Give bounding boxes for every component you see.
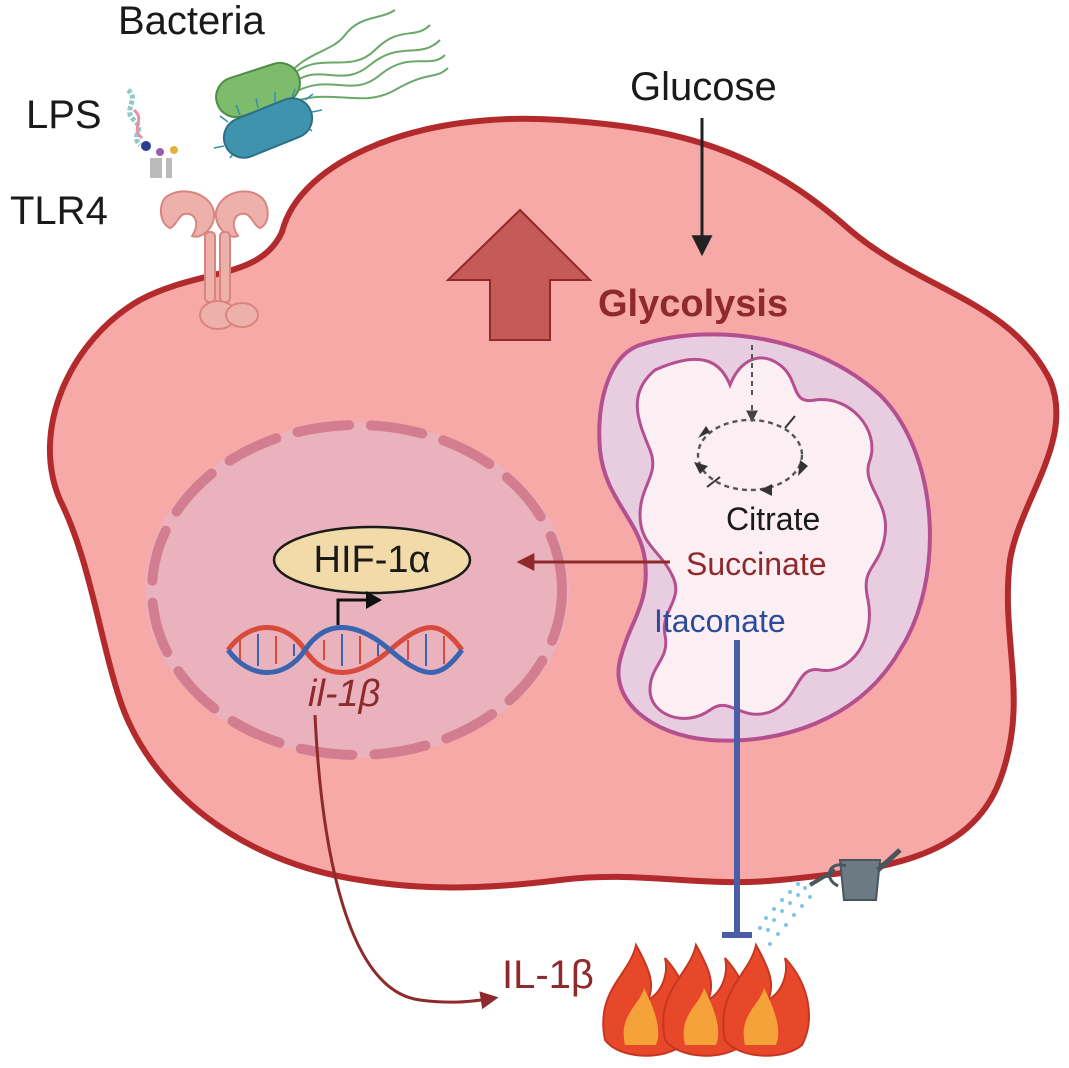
hif-label: HIF-1α <box>314 539 431 581</box>
glucose-label: Glucose <box>630 65 777 109</box>
il1b-protein-label: IL-1β <box>502 953 594 997</box>
citrate-label: Citrate <box>726 501 820 537</box>
gene-to-protein-arrow <box>313 714 499 1010</box>
bacteria-icon <box>213 9 449 159</box>
hif-ellipse <box>272 525 472 595</box>
mitochondrion <box>597 332 932 743</box>
dna-icon <box>225 591 465 675</box>
watering-can-icon <box>758 848 902 946</box>
succinate-label: Succinate <box>686 546 827 582</box>
il1b-gene-label: il-1β <box>308 673 380 715</box>
inflammation-fire-icon <box>602 942 810 1057</box>
tlr4-label: TLR4 <box>10 189 108 233</box>
lps-label: LPS <box>26 93 102 137</box>
itaconate-label: Itaconate <box>654 603 786 639</box>
bacteria-label: Bacteria <box>118 0 265 43</box>
lps-icon <box>126 88 178 178</box>
tlr4-receptor-icon <box>159 190 269 330</box>
glycolysis-label: Glycolysis <box>598 283 788 325</box>
up-arrow-icon <box>445 208 593 341</box>
